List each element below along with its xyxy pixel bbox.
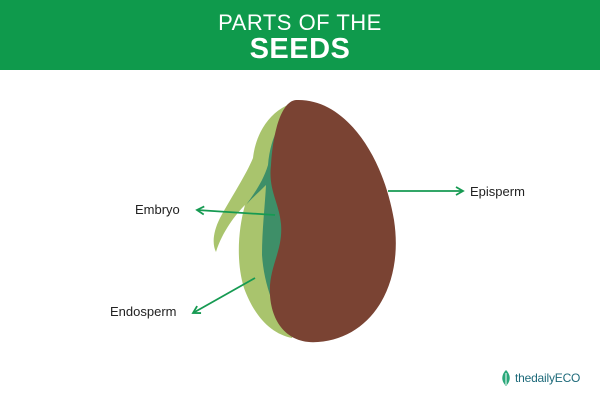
brand-logo: thedailyECO <box>500 368 580 388</box>
brand-logo-text: thedailyECO <box>515 371 581 385</box>
seed-coat <box>269 99 396 343</box>
label-episperm: Episperm <box>470 184 525 199</box>
header-banner: PARTS OF THE SEEDS <box>0 0 600 70</box>
title-line-2: SEEDS <box>249 33 351 65</box>
embryo-arrow <box>195 205 276 216</box>
endosperm-arrow <box>191 277 256 314</box>
label-embryo: Embryo <box>135 202 180 217</box>
leaf-icon <box>502 370 510 386</box>
title-line-1: PARTS OF THE <box>218 10 382 35</box>
label-endosperm: Endosperm <box>110 304 177 319</box>
